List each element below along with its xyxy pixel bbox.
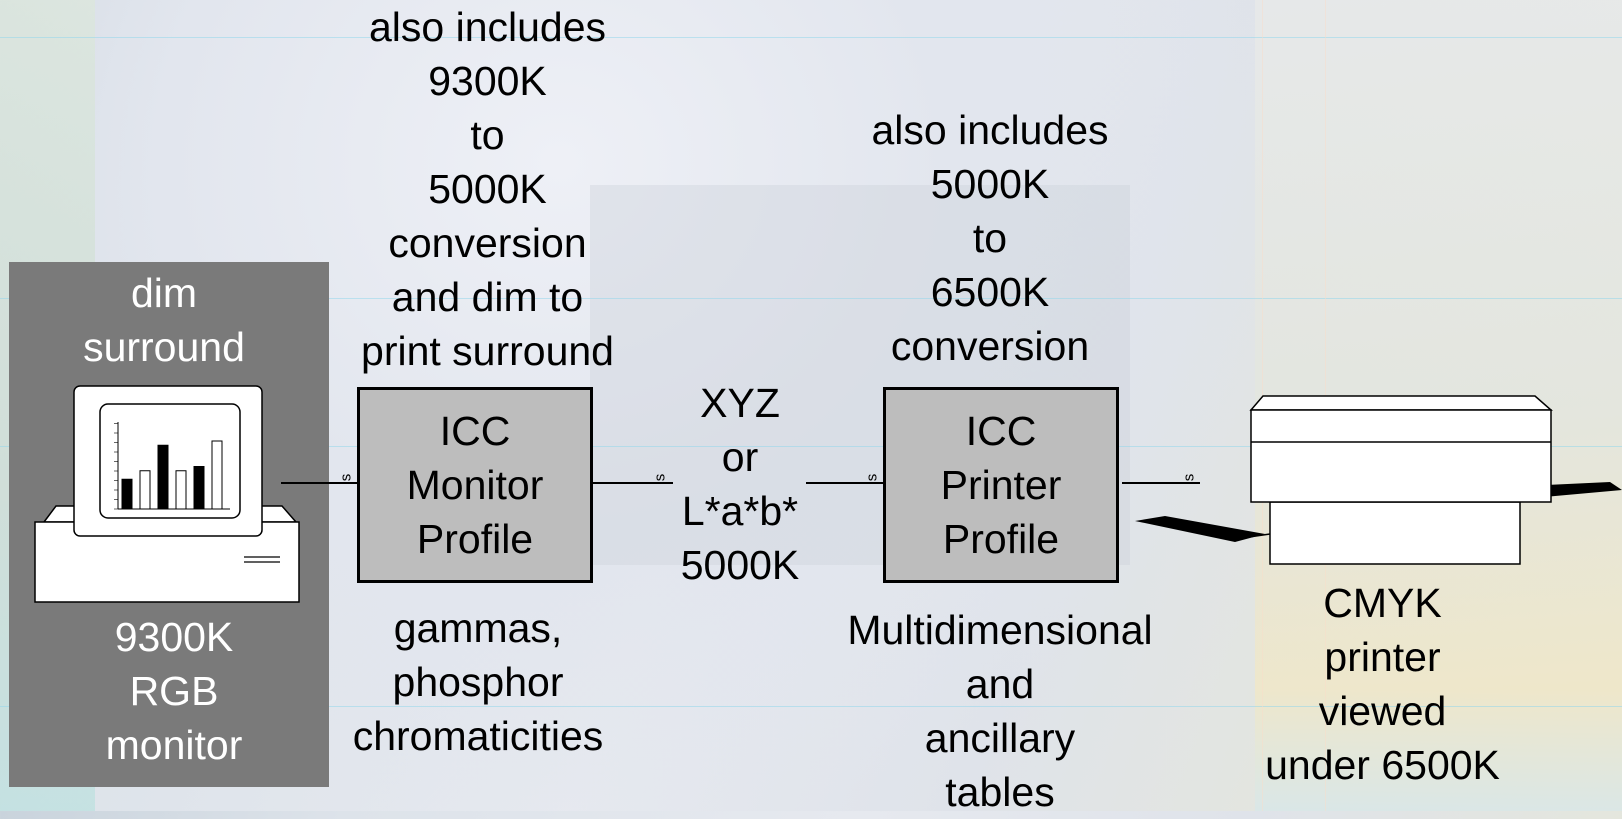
monitor-chart-bar <box>121 478 133 510</box>
connector-line <box>1122 482 1200 484</box>
printer-label: CMYK printer viewed under 6500K <box>1265 580 1500 788</box>
connector-line <box>593 482 673 484</box>
background-line <box>0 37 1622 38</box>
monitor-icon <box>34 385 300 603</box>
monitor-chart-bar <box>193 466 205 510</box>
connector-line <box>281 482 359 484</box>
monitor-chart-bar <box>157 444 169 510</box>
monitor-bar-chart <box>114 422 230 510</box>
surround-label: dim surround <box>83 270 245 370</box>
printer-profile-note-above: also includes 5000K to 6500K conversion <box>871 107 1109 369</box>
monitor-profile-note-below: gammas, phosphor chromaticities <box>352 605 604 759</box>
monitor-chart-bar <box>175 470 187 510</box>
connector-mark: s <box>863 473 881 482</box>
connector-mark: s <box>337 473 355 482</box>
printer-profile-note-below: Multidimensional and ancillary tables <box>847 607 1153 815</box>
monitor-profile-note-above: also includes 9300K to 5000K conversion … <box>361 4 614 374</box>
icc-monitor-profile-label: ICC Monitor Profile <box>406 408 544 562</box>
pcs-label: XYZ or L*a*b* 5000K <box>680 380 800 588</box>
icc-printer-profile-label: ICC Printer Profile <box>940 408 1062 562</box>
monitor-chart-bar <box>139 470 151 510</box>
icc-printer-profile-box: ICC Printer Profile <box>883 387 1119 583</box>
monitor-label: 9300K RGB monitor <box>105 614 243 768</box>
icc-monitor-profile-box: ICC Monitor Profile <box>357 387 593 583</box>
printer-icon <box>1135 395 1622 565</box>
monitor-chart-bar <box>211 440 223 510</box>
connector-line <box>806 482 886 484</box>
